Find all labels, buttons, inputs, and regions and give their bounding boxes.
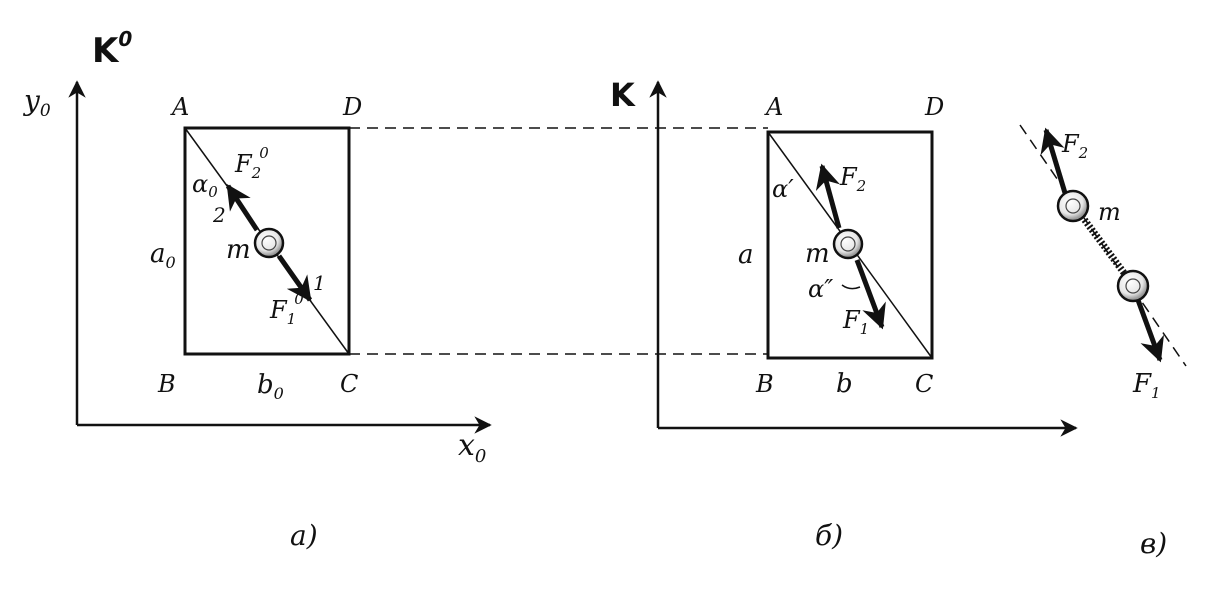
vertex-a-label: A <box>170 93 189 121</box>
upper-ball-c <box>1056 189 1090 223</box>
caption-c: в) <box>1140 527 1167 560</box>
rect-abcd-moving <box>766 130 934 360</box>
vertex-d-label: D <box>342 93 362 121</box>
force-f2-0-label: F20 <box>234 144 269 182</box>
force-f1-arrow-c <box>1135 299 1164 363</box>
vertex-d-label-b: D <box>924 93 944 121</box>
panel-c: F2 m F1 в) <box>1019 124 1187 560</box>
mass-ball-a <box>253 227 285 259</box>
force-f1-0-arrow <box>276 254 313 303</box>
force-f2-arrow-c <box>1040 127 1068 194</box>
vertex-c-label-b: C <box>915 370 933 398</box>
force-f2-0-arrow <box>225 183 260 232</box>
frame-k-label: K <box>610 76 636 114</box>
side-b-label-b: b <box>836 369 853 399</box>
ball-inner-ring <box>261 235 277 251</box>
mass-m-label-a: m <box>226 235 251 265</box>
lower-ball-ring <box>1125 278 1141 294</box>
vertex-a-label-b: A <box>764 93 783 121</box>
force-f1-label-c: F1 <box>1132 369 1161 402</box>
force-f2-arrow-b <box>815 163 842 229</box>
side-a0-label: a0 <box>150 239 176 272</box>
angle-arc <box>841 284 861 290</box>
angle-alpha-prime-label: α′ <box>772 175 794 203</box>
y0-axis-label: y0 <box>22 84 51 121</box>
angle-alpha0-label: α0 <box>192 170 218 201</box>
panel-b: K A D B C a b α′ α″ m F2 F1 б) <box>610 76 1078 552</box>
ball-number-2-label: 2 <box>212 203 226 227</box>
mass-ball-b <box>832 228 864 260</box>
frame-k0-label: K0 <box>92 27 132 71</box>
side-a-label-b: a <box>738 240 754 270</box>
force-f2-label-c: F2 <box>1061 130 1088 162</box>
panel-a: K0 y0 x0 A D B C a0 b0 α0 m F20 F10 1 2 … <box>22 27 492 552</box>
vertex-c-label: C <box>340 370 358 398</box>
side-b0-label: b0 <box>257 370 284 403</box>
mass-m-label-c: m <box>1098 198 1121 226</box>
caption-a: a) <box>290 519 318 552</box>
force-f1-0-label: F10 <box>269 290 304 328</box>
dashed-axis-c <box>1019 124 1187 367</box>
ball-number-1-label: 1 <box>313 271 326 295</box>
upper-ball-ring <box>1065 198 1081 214</box>
angle-alpha-double-prime-label: α″ <box>808 275 833 303</box>
caption-b: б) <box>815 519 843 552</box>
rect-abcd-rest <box>183 126 351 356</box>
spring-rod <box>1072 204 1136 288</box>
ball-inner-ring-b <box>840 236 856 252</box>
force-f2-label-b: F2 <box>839 163 866 195</box>
vertex-b-label: B <box>157 370 176 398</box>
force-f1-arrow-b <box>854 259 886 330</box>
lower-ball-c <box>1116 269 1150 303</box>
force-f1-label-b: F1 <box>842 306 869 338</box>
mass-m-label-b: m <box>805 239 830 269</box>
x0-axis-label: x0 <box>458 428 486 467</box>
vertex-b-label-b: B <box>755 370 774 398</box>
